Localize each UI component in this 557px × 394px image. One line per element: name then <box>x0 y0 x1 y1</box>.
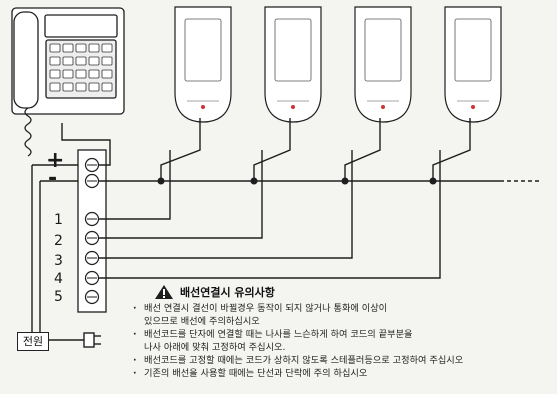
keypad-key <box>62 69 74 79</box>
signal-wire <box>98 150 353 259</box>
notes-header: 배선연결시 유의사항 <box>154 284 554 300</box>
led-icon <box>201 105 205 109</box>
master-phone <box>11 7 125 157</box>
signal-wire <box>98 150 171 220</box>
handset-cord <box>432 118 471 181</box>
handset-body <box>264 6 322 123</box>
coiled-cord <box>24 107 32 157</box>
notes-list: 배선 연결시 결선이 바뀔경우 동작이 되지 않거나 통화에 이상이 있으므로 … <box>130 302 554 380</box>
keypad-key <box>62 82 74 92</box>
sub-handsets <box>174 6 502 123</box>
plus-label: + <box>46 148 65 173</box>
power-plug <box>31 164 101 348</box>
note-line: 배선코드를 단자에 연결할 때는 나사를 느슨하게 하여 코드의 끝부분을 <box>144 329 413 340</box>
note-item: 배선 연결시 결선이 바뀔경우 동작이 되지 않거나 통화에 이상이 있으므로 … <box>130 302 554 328</box>
handset-cord <box>160 118 201 181</box>
keypad-key <box>101 56 113 66</box>
warning-icon <box>155 285 173 299</box>
minus-label: - <box>48 166 58 191</box>
handset-panel <box>184 18 222 82</box>
terminal-label-1: 1 <box>54 212 63 228</box>
terminal-label-4: 4 <box>54 271 63 287</box>
signal-wire <box>98 150 263 239</box>
keypad-key <box>75 69 87 79</box>
keypad-key <box>49 56 61 66</box>
led-icon <box>291 105 295 109</box>
keypad-key <box>75 82 87 92</box>
signal-wire <box>98 150 441 279</box>
handset-body <box>354 6 412 123</box>
terminal-screws <box>84 157 100 305</box>
terminal-label-5: 5 <box>54 289 63 305</box>
power-supply-label: 전원 <box>17 332 49 351</box>
keypad-key <box>49 69 61 79</box>
sub-handset <box>444 6 502 123</box>
note-item: 기존의 배선을 사용할 때에는 단선과 단락에 주의 하십시오 <box>130 367 554 380</box>
keypad-key <box>88 69 100 79</box>
wiring-notes: 배선연결시 유의사항 배선 연결시 결선이 바뀔경우 동작이 되지 않거나 통화… <box>130 284 554 380</box>
junction-dot <box>250 177 258 185</box>
sub-handset <box>264 6 322 123</box>
keypad-key <box>49 43 61 53</box>
note-item: 배선코드를 고정할 때에는 코드가 상하지 않도록 스테플러등으로 고정하여 주… <box>130 354 554 367</box>
junction-dot <box>341 177 349 185</box>
wires <box>61 118 540 279</box>
handset-cord <box>344 118 381 181</box>
keypad-key <box>88 56 100 66</box>
junction-dot <box>429 177 437 185</box>
handset <box>13 11 39 109</box>
note-line: 배선코드를 고정할 때에는 코드가 상하지 않도록 스테플러등으로 고정하여 주… <box>144 355 464 366</box>
keypad-key <box>101 82 113 92</box>
led-icon <box>471 105 475 109</box>
keypad-key <box>62 56 74 66</box>
note-line: 나사 아래에 맞춰 고정하여 주십시오. <box>144 342 286 353</box>
sub-handset <box>354 6 412 123</box>
junction-dot <box>157 177 165 185</box>
terminal-label-3: 3 <box>54 253 63 269</box>
note-line: 있으므로 배선에 주의하십시오 <box>144 316 260 327</box>
master-phone-wire <box>61 123 111 166</box>
led-icon <box>381 105 385 109</box>
junction-dots <box>157 177 437 185</box>
keypad-key <box>88 82 100 92</box>
keypad-key <box>88 43 100 53</box>
handset-panel <box>364 18 402 82</box>
keypad-key <box>75 43 87 53</box>
notes-title: 배선연결시 유의사항 <box>180 285 275 299</box>
keypad <box>49 43 113 92</box>
keypad-key <box>75 56 87 66</box>
note-line: 배선 연결시 결선이 바뀔경우 동작이 되지 않거나 통화에 이상이 <box>144 303 388 314</box>
keypad-key <box>101 69 113 79</box>
handset-body <box>444 6 502 123</box>
sub-handset <box>174 6 232 123</box>
note-line: 기존의 배선을 사용할 때에는 단선과 단락에 주의 하십시오 <box>144 368 368 379</box>
keypad-key <box>101 43 113 53</box>
handset-body <box>174 6 232 123</box>
handset-panel <box>274 18 312 82</box>
keypad-key <box>62 43 74 53</box>
keypad-key <box>49 82 61 92</box>
note-item: 배선코드를 단자에 연결할 때는 나사를 느슨하게 하여 코드의 끝부분을 나사… <box>130 328 554 354</box>
terminal-label-2: 2 <box>54 233 63 249</box>
handset-panel <box>454 18 492 82</box>
handset-cord <box>253 118 291 181</box>
